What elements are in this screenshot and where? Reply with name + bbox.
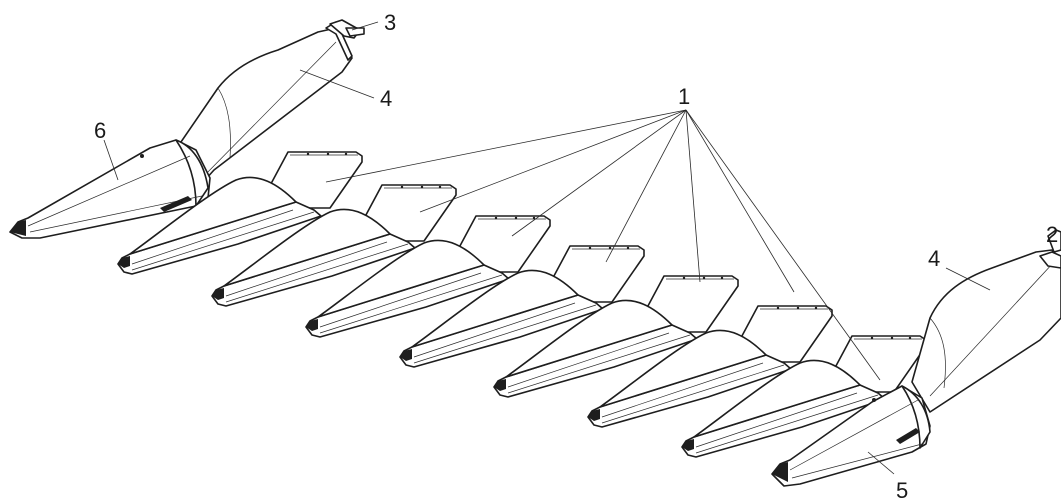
right-end-fitting [1039,229,1061,269]
leader-1c [511,109,687,237]
callout-labels: 1 2 3 4 4 5 6 [94,10,1058,503]
right-end-divider [771,385,931,487]
right-auger-housing [911,249,1061,413]
callout-3: 3 [384,10,396,35]
left-auger-housing [169,21,353,191]
leader-1a [325,109,687,183]
callout-1: 1 [678,84,690,109]
callout-4-lower: 4 [928,246,940,271]
callout-6: 6 [94,118,106,143]
callout-4-upper: 4 [380,86,392,111]
leader-1e [685,109,701,283]
leader-1b [419,109,687,213]
leader-4-lower [945,267,991,291]
leader-6 [103,139,119,181]
leader-3 [351,21,379,31]
leader-5 [867,451,895,475]
leader-1g [685,109,881,381]
leader-4-upper [299,69,375,99]
callout-5: 5 [896,478,908,503]
leader-1f [685,109,795,293]
leader-lines [103,21,991,475]
left-end-fitting [329,19,365,39]
callout-2: 2 [1046,222,1058,247]
leader-1d [605,109,687,263]
